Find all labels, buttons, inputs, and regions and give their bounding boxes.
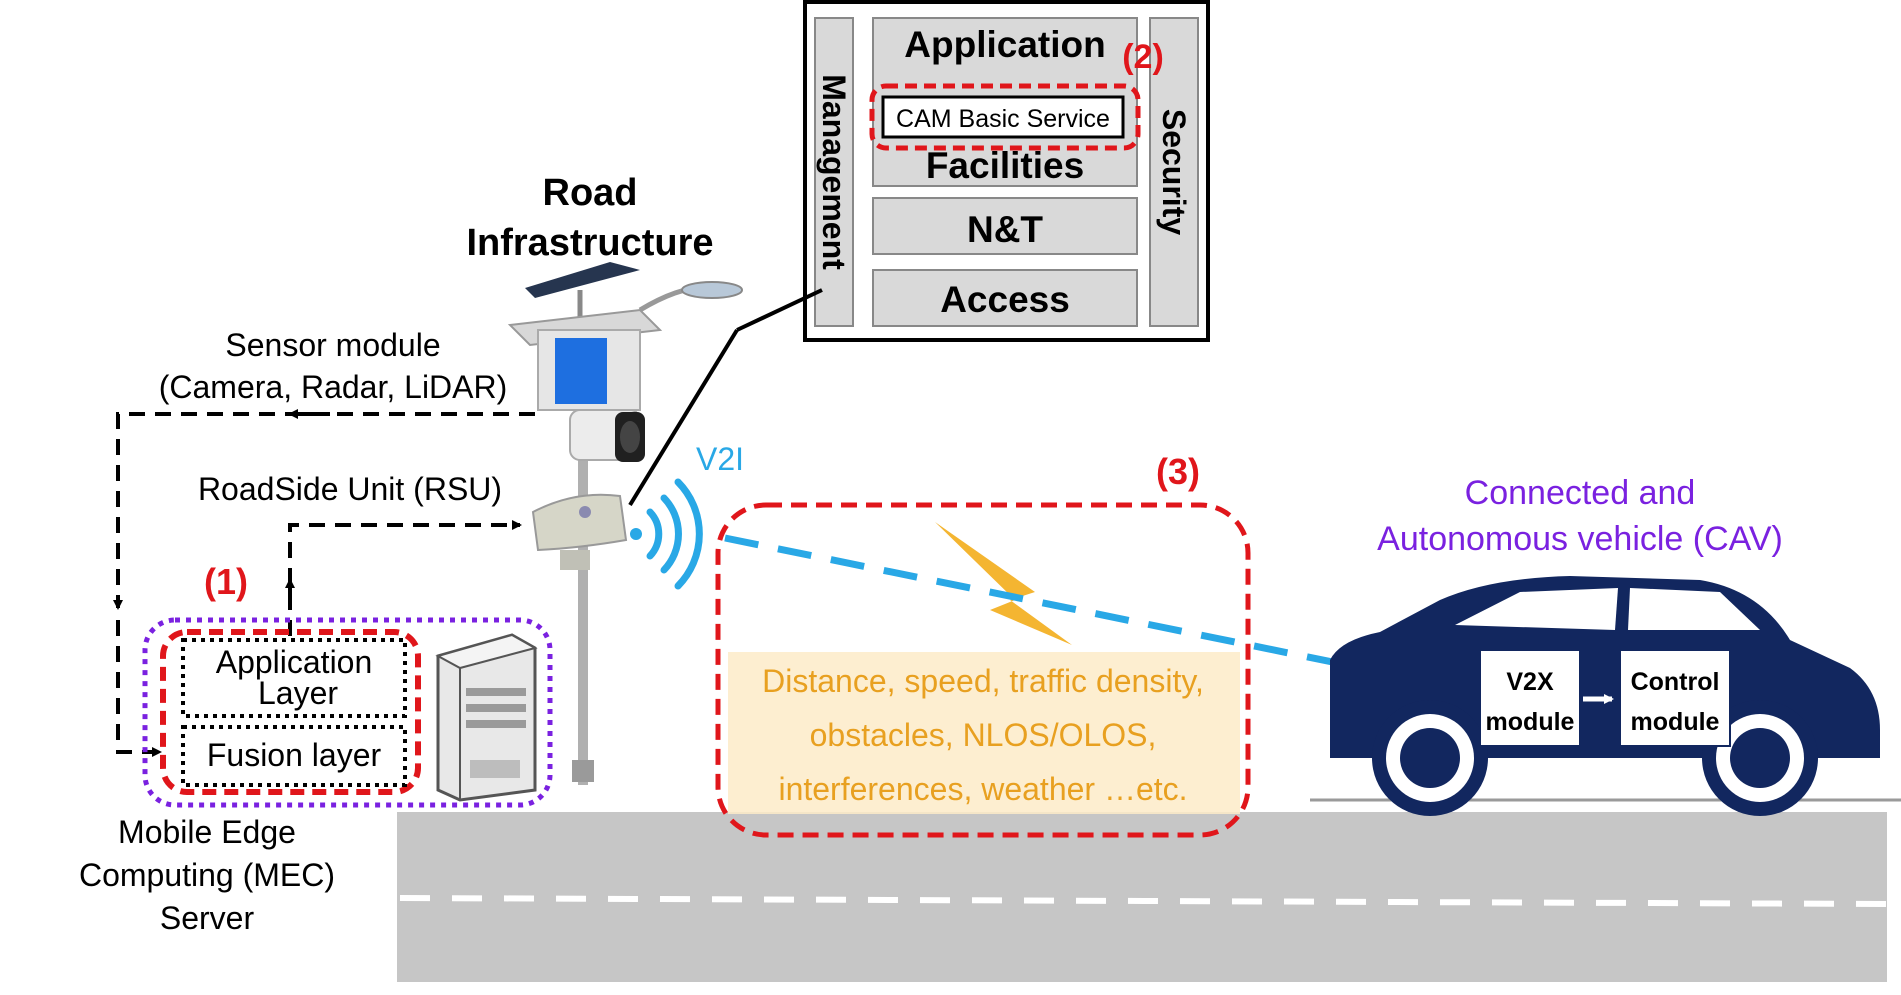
marker-3: (3) (1156, 451, 1200, 492)
lightning-icon (935, 522, 1072, 645)
stack-nt: N&T (967, 209, 1043, 250)
mec-boundary (142, 617, 553, 808)
mec-caption-1: Mobile Edge (118, 814, 296, 850)
stack-access: Access (940, 279, 1070, 320)
mec-caption-2: Computing (MEC) (79, 857, 335, 893)
v2i-wireless-icon (630, 478, 703, 590)
road-infrastructure-pole (507, 262, 743, 785)
factors-line-3: interferences, weather …etc. (778, 771, 1187, 807)
road-infrastructure-title: Road (543, 172, 638, 214)
v2x-module-label-2: module (1486, 708, 1575, 736)
marker-2: (2) (1122, 38, 1164, 76)
v2x-module (1479, 649, 1581, 747)
rsu-label: RoadSide Unit (RSU) (198, 471, 502, 507)
sensor-module-sublabel: (Camera, Radar, LiDAR) (159, 369, 508, 405)
sensor-module-label: Sensor module (225, 327, 440, 363)
cav-label-2: Autonomous vehicle (CAV) (1377, 520, 1783, 558)
mec-layers-highlight (160, 629, 421, 795)
v2i-label: V2I (696, 441, 744, 477)
application-layer-label-2: Layer (258, 675, 338, 711)
stack-facilities: Facilities (926, 145, 1084, 186)
sensor-to-mec-arrow (113, 412, 535, 610)
channel-factors: Distance, speed, traffic density, obstac… (715, 502, 1251, 838)
rsu-device (531, 493, 628, 552)
cam-service-highlight (869, 83, 1141, 151)
mec-server: Application Layer Fusion layer (142, 617, 553, 808)
panel-connector (736, 288, 823, 332)
fusion-layer-box (181, 725, 407, 787)
marker-1: (1) (204, 561, 248, 602)
stack-management: Management (816, 74, 852, 270)
stack-security: Security (1156, 109, 1192, 235)
lane-marking (399, 895, 1891, 907)
mec-caption-3: Server (160, 900, 255, 936)
fusion-input-arrow (116, 620, 162, 757)
protocol-stack-panel: Application (2) CAM Basic Service Facili… (803, 0, 1210, 342)
factors-line-2: obstacles, NLOS/OLOS, (810, 717, 1157, 753)
factors-line-1: Distance, speed, traffic density, (762, 663, 1204, 699)
control-module-label-2: module (1631, 708, 1720, 736)
road-infrastructure-title-2: Infrastructure (466, 222, 713, 264)
application-layer-box (181, 638, 407, 718)
v2x-module-label-1: V2X (1506, 668, 1554, 696)
sensor-camera-screen (555, 338, 607, 404)
road (397, 798, 1901, 982)
connected-vehicle: V2X module Control module (1330, 576, 1880, 816)
application-layer-label: Application (216, 644, 373, 680)
control-module-label-1: Control (1631, 668, 1720, 696)
cam-basic-service: CAM Basic Service (896, 105, 1110, 133)
channel-factors-boundary (715, 502, 1251, 838)
stack-application: Application (904, 24, 1105, 65)
fusion-layer-label: Fusion layer (207, 737, 382, 773)
cav-label-1: Connected and (1465, 474, 1696, 512)
control-module (1619, 649, 1731, 747)
